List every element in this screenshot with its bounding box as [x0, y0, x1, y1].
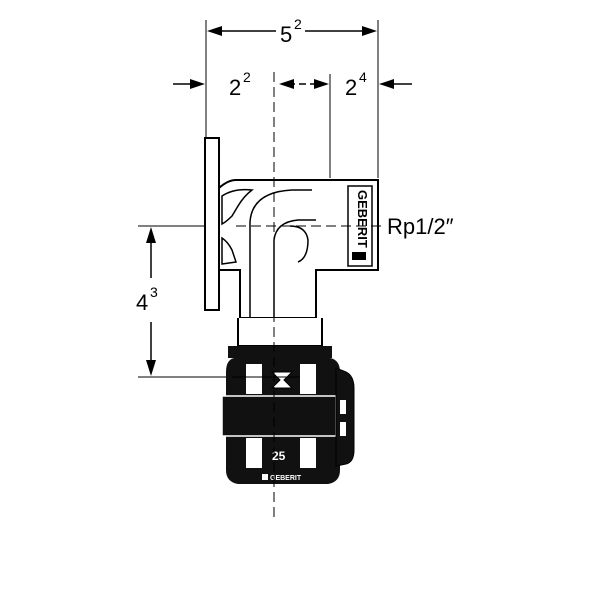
coupling-window-lower-left [246, 438, 262, 468]
dim-axis-face-value: 2 [345, 75, 357, 100]
coupling-band [221, 395, 337, 437]
flange-web-left [221, 188, 254, 226]
dim-axis-face-sup: 4 [359, 69, 367, 85]
dim-flange-axis-value: 2 [229, 75, 241, 100]
clip-slot-2 [340, 422, 346, 436]
dim-overall-width-value: 5 [280, 22, 292, 47]
body-brand-logo: GEBERIT [355, 190, 370, 248]
arrowhead-height-bottom [146, 360, 156, 376]
flange-web-lower [221, 236, 237, 265]
center-axes [232, 72, 384, 520]
dimension-labels: 5 2 2 2 2 4 4 3 Rp1/2″ [136, 16, 454, 315]
elbow-inner-curve [249, 189, 312, 318]
arrowhead-face [379, 79, 394, 89]
thread-size-label: Rp1/2″ [387, 214, 454, 239]
arrowhead-width-left [207, 26, 222, 36]
thread-bore-curve [289, 225, 309, 263]
pipe-neck [237, 318, 323, 347]
dim-height-value: 4 [136, 290, 148, 315]
coupling-window-left [246, 364, 262, 394]
dim-overall-width-sup: 2 [294, 16, 302, 32]
coupling-window-lower-right [300, 438, 316, 468]
dim-flange-axis-sup: 2 [243, 69, 251, 85]
clip-slot-1 [340, 400, 346, 414]
coupling-collar [228, 346, 332, 358]
arrowhead-axis-left [279, 79, 294, 89]
brand-logo-mark [352, 252, 366, 260]
arrowhead-height-top [146, 227, 156, 243]
base-logo-mark [262, 474, 268, 480]
base-brand-logo: GEBERIT [270, 475, 302, 482]
press-coupling: 25 GEBERIT [221, 346, 355, 484]
press-indicator-icon [270, 371, 294, 389]
size-marking-label: 25 [272, 449, 286, 463]
arrowhead-thread-right [314, 79, 329, 89]
coupling-side-clip [335, 367, 355, 467]
wall-flange-plate [204, 137, 220, 311]
coupling-window-right [300, 364, 316, 394]
dim-height-sup: 3 [150, 284, 158, 300]
arrowhead-flange [190, 79, 205, 89]
arrowhead-width-right [362, 26, 377, 36]
arrowheads [146, 26, 394, 376]
fitting-body [204, 137, 379, 347]
